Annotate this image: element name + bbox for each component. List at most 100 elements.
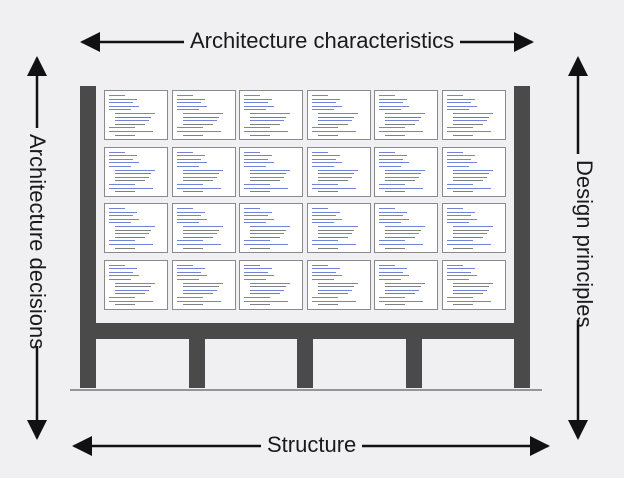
code-line xyxy=(379,215,404,217)
code-line xyxy=(317,229,354,231)
code-line xyxy=(317,247,338,249)
code-line xyxy=(385,304,406,306)
code-line xyxy=(176,211,205,213)
code-line xyxy=(379,109,402,111)
code-line xyxy=(244,98,273,100)
code-line xyxy=(311,187,356,189)
code-line xyxy=(244,151,261,153)
code-line xyxy=(176,151,193,153)
code-line xyxy=(182,180,213,182)
code-line xyxy=(317,123,348,125)
code-line xyxy=(250,289,285,291)
code-line xyxy=(317,176,352,178)
code-line xyxy=(176,162,207,164)
code-line xyxy=(250,176,285,178)
code-line xyxy=(317,293,348,295)
code-line xyxy=(385,191,406,193)
code-line xyxy=(182,134,203,136)
code-line xyxy=(379,187,424,189)
code-line xyxy=(250,180,281,182)
code-line xyxy=(447,155,475,157)
code-line xyxy=(244,215,269,217)
code-line xyxy=(453,289,487,291)
code-line xyxy=(317,173,354,175)
code-line xyxy=(176,131,221,132)
code-line xyxy=(385,116,422,118)
code-line xyxy=(244,264,261,266)
code-line xyxy=(379,278,402,280)
code-card xyxy=(306,146,371,197)
code-card xyxy=(104,203,168,253)
code-line xyxy=(447,158,471,160)
code-line xyxy=(109,264,125,266)
code-line xyxy=(453,226,493,227)
code-line xyxy=(379,244,424,245)
code-line xyxy=(244,275,275,277)
code-line xyxy=(244,296,271,298)
code-line xyxy=(379,102,404,104)
code-line xyxy=(453,293,483,295)
code-line xyxy=(109,271,133,273)
code-line xyxy=(109,218,139,220)
code-line xyxy=(447,222,469,224)
code-line xyxy=(115,123,145,125)
code-line xyxy=(182,229,219,231)
code-line xyxy=(311,131,356,132)
code-line xyxy=(447,102,471,104)
code-line xyxy=(250,229,287,231)
code-line xyxy=(109,183,135,185)
code-line xyxy=(244,244,289,245)
code-line xyxy=(244,162,275,164)
code-line xyxy=(447,131,491,132)
code-line xyxy=(447,95,463,96)
code-line xyxy=(385,113,426,114)
top-label: Architecture characteristics xyxy=(184,28,461,54)
code-line xyxy=(447,244,491,245)
code-line xyxy=(176,127,203,129)
code-line xyxy=(109,215,133,217)
code-line xyxy=(182,236,213,238)
code-line xyxy=(115,282,155,284)
code-line xyxy=(115,293,145,295)
code-line xyxy=(447,300,491,302)
code-line xyxy=(182,286,219,288)
code-line xyxy=(244,127,271,129)
code-line xyxy=(176,215,201,217)
code-card xyxy=(171,203,236,253)
code-line xyxy=(176,208,193,209)
code-line xyxy=(311,264,328,266)
code-line xyxy=(379,162,410,164)
code-line xyxy=(379,240,406,242)
code-line xyxy=(311,109,334,111)
code-line xyxy=(115,134,135,136)
code-line xyxy=(447,162,477,164)
code-line xyxy=(109,98,137,100)
code-line xyxy=(317,113,358,114)
code-line xyxy=(244,131,289,132)
code-line xyxy=(109,275,139,277)
code-line xyxy=(311,240,338,242)
code-card xyxy=(104,90,168,140)
code-line xyxy=(244,158,269,160)
code-line xyxy=(109,278,131,280)
code-line xyxy=(250,236,281,238)
code-card xyxy=(374,259,439,310)
code-line xyxy=(115,226,155,227)
code-line xyxy=(115,304,135,306)
code-line xyxy=(317,233,352,235)
code-line xyxy=(250,134,271,136)
code-line xyxy=(447,187,491,189)
code-line xyxy=(176,218,207,220)
code-line xyxy=(379,105,410,107)
code-card xyxy=(171,90,236,140)
code-line xyxy=(385,169,426,171)
code-line xyxy=(250,233,285,235)
code-line xyxy=(385,247,406,249)
code-card xyxy=(306,90,371,140)
code-line xyxy=(244,102,269,104)
code-line xyxy=(176,183,203,185)
code-line xyxy=(317,180,348,182)
code-line xyxy=(109,244,153,245)
